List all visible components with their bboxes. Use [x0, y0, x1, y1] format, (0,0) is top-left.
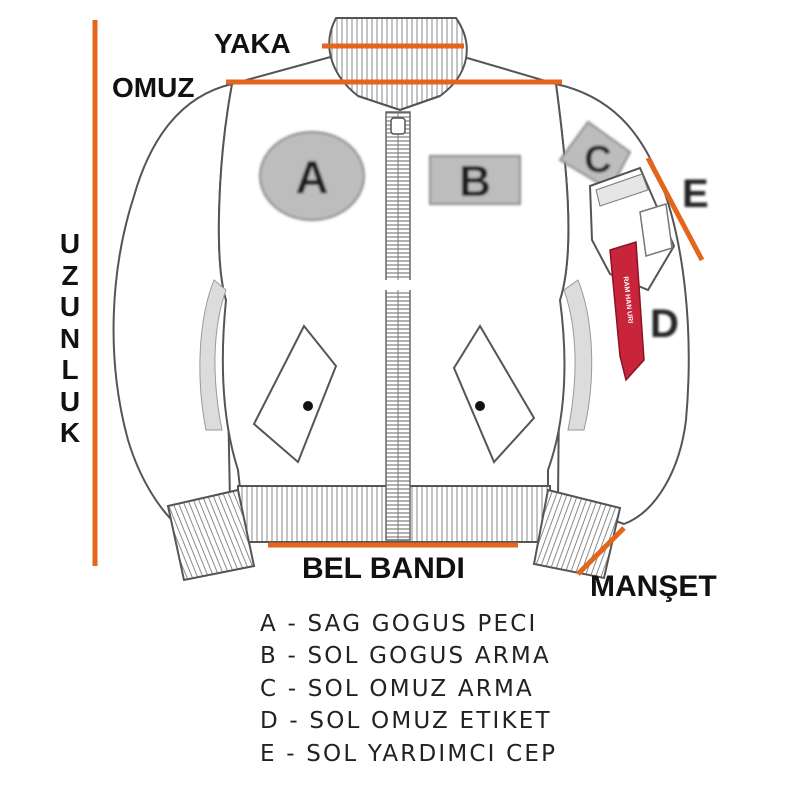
manset-measure-line	[576, 526, 626, 576]
patch-c-text: C	[584, 139, 611, 181]
uzunluk-letter: N	[59, 322, 81, 354]
zipper-pull	[390, 117, 406, 135]
patch-b: B	[429, 155, 521, 206]
tag-text: RAM HAN URI	[622, 276, 634, 324]
uzunluk-letter: U	[59, 385, 81, 417]
uzunluk-letter: L	[61, 354, 79, 385]
sleeve-tag-d: RAM HAN URI	[609, 241, 645, 382]
legend-item: D - SOL OMUZ ETIKET	[260, 708, 552, 735]
patch-b-text: B	[459, 157, 491, 206]
bel-bandi-label: BEL BANDI	[302, 552, 465, 585]
e-measure-line	[645, 156, 705, 262]
patch-a: A	[259, 131, 365, 221]
legend-item: C - SOL OMUZ ARMA	[260, 675, 534, 702]
legend-item: A - SAG GOGUS PECI	[260, 611, 538, 637]
uzunluk-letter: U	[59, 228, 81, 259]
legend: A - SAG GOGUS PECI B - SOL GOGUS ARMA C …	[260, 608, 557, 770]
uzunluk-letter: U	[59, 291, 81, 322]
right-pocket	[452, 324, 536, 464]
right-armpit-shading	[563, 279, 593, 431]
left-armpit-shading	[199, 279, 227, 431]
right-pocket-button	[475, 401, 485, 411]
omuz-label: OMUZ	[112, 72, 195, 103]
uzunluk-letter: Z	[61, 259, 79, 291]
d-label: D	[650, 302, 679, 346]
manset-label: MANŞET	[590, 570, 717, 603]
legend-item: E - SOL YARDIMCI CEP	[260, 740, 558, 767]
left-cuff	[166, 488, 256, 582]
yaka-label: YAKA	[214, 28, 291, 59]
patch-a-text: A	[295, 151, 328, 203]
left-pocket	[252, 324, 338, 464]
e-label: E	[682, 172, 709, 216]
left-pocket-button	[303, 401, 313, 411]
legend-item: B - SOL GOGUS ARMA	[260, 643, 551, 670]
uzunluk-letter: K	[59, 417, 81, 448]
